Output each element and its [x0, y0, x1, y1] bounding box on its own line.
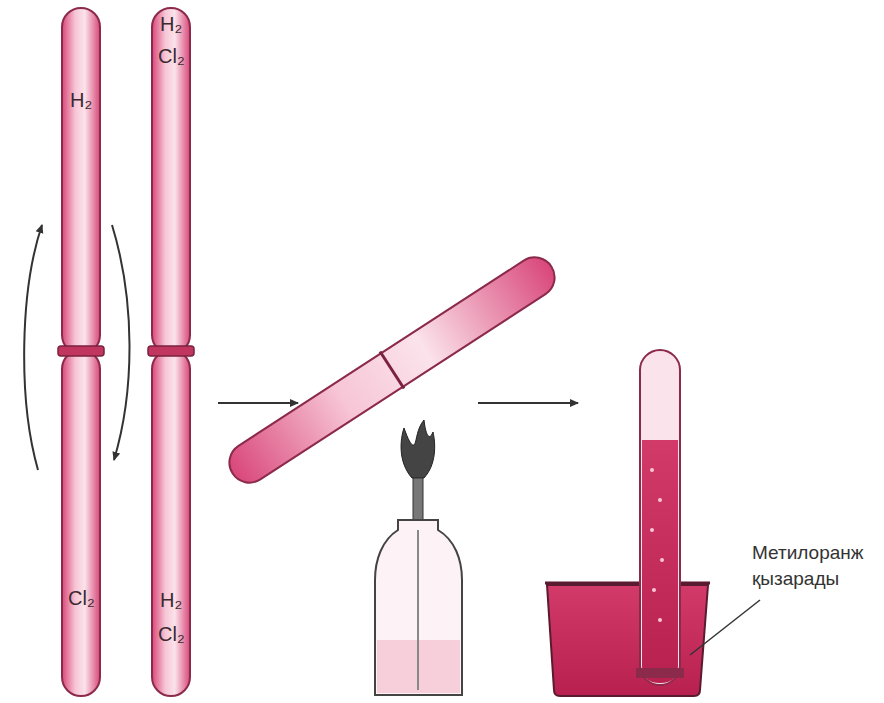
indicator-note: Метилоранж қызарады [752, 540, 882, 591]
tube-pair-separate [58, 8, 104, 696]
leader-line [690, 600, 760, 655]
gas-label: H₂ [70, 89, 92, 111]
alcohol-lamp [375, 420, 462, 695]
gas-label: H₂ [160, 589, 182, 611]
gas-label: H₂ [160, 13, 182, 35]
heated-tube [221, 248, 564, 492]
process-arrow [218, 402, 298, 404]
trough [545, 583, 710, 696]
rotation-arrow [112, 225, 130, 460]
gas-label: Cl₂ [158, 623, 185, 645]
rotation-arrow [24, 225, 42, 470]
tube-pair-mixed [148, 8, 194, 696]
process-arrow [478, 402, 578, 404]
inverted-tube [636, 350, 684, 685]
gas-label: Cl₂ [68, 587, 95, 609]
gas-label: Cl₂ [158, 45, 185, 67]
